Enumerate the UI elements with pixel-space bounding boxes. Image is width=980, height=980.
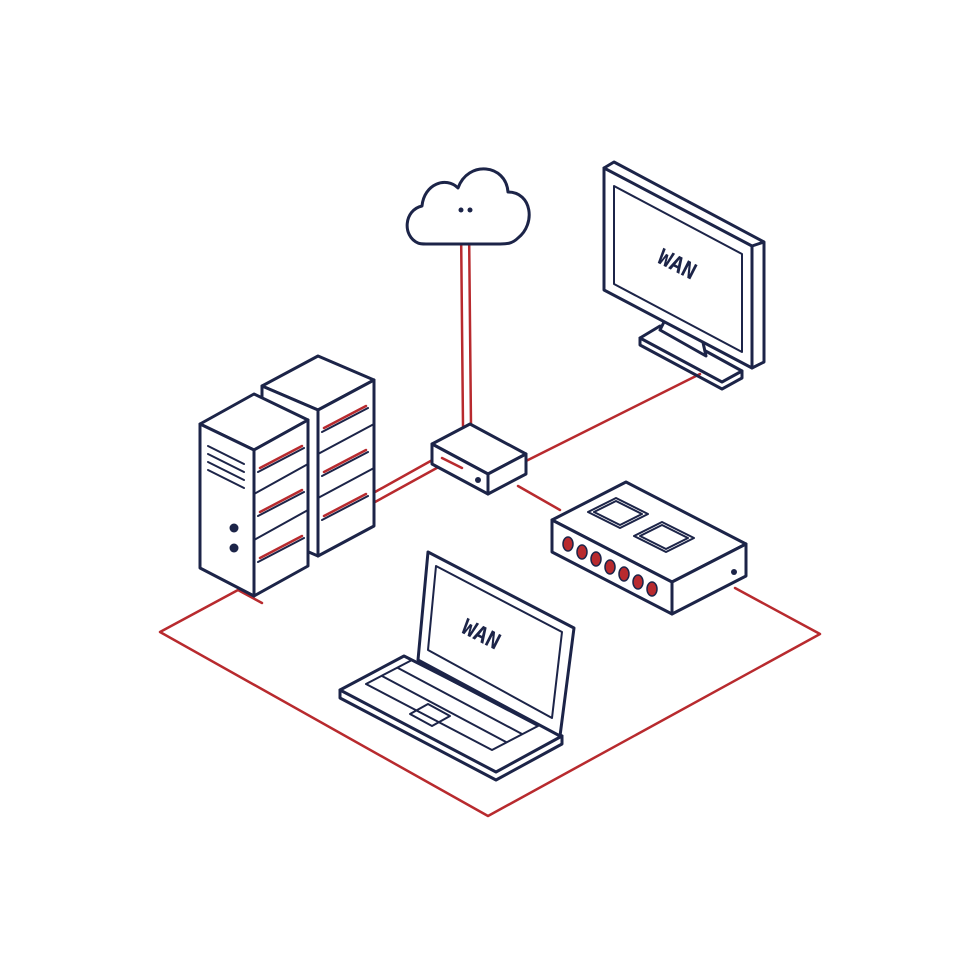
laptop-touchpad — [409, 703, 451, 727]
switch-panel-b — [633, 521, 695, 553]
hub-port — [440, 456, 464, 470]
switch-led — [731, 569, 737, 575]
monitor-icon: WAN — [602, 160, 766, 391]
cable-hub-switch — [516, 484, 562, 512]
hub-icon — [430, 422, 528, 496]
cloud-icon — [405, 167, 531, 246]
switch-panel-a — [587, 497, 649, 529]
cable-cloud-hub — [459, 222, 473, 428]
cable-hub-monitor — [518, 372, 702, 466]
hub-led — [475, 477, 481, 483]
cable-server-floor — [236, 588, 264, 605]
laptop-keyboard — [365, 659, 539, 751]
network-switch-icon — [550, 480, 748, 616]
switch-ports — [562, 536, 658, 597]
floor-cable-loop — [158, 586, 822, 818]
monitor-screen — [613, 185, 743, 353]
laptop-lid — [416, 550, 576, 738]
cable-hub-server — [373, 456, 446, 504]
network-cables — [158, 222, 822, 818]
laptop-screen — [427, 565, 563, 719]
server-rack-icon — [198, 354, 376, 598]
server-tower-front — [198, 392, 310, 598]
laptop-icon: WAN — [338, 550, 576, 782]
server-power-button — [229, 523, 239, 533]
server-vent — [207, 445, 245, 489]
server-led — [229, 543, 239, 553]
